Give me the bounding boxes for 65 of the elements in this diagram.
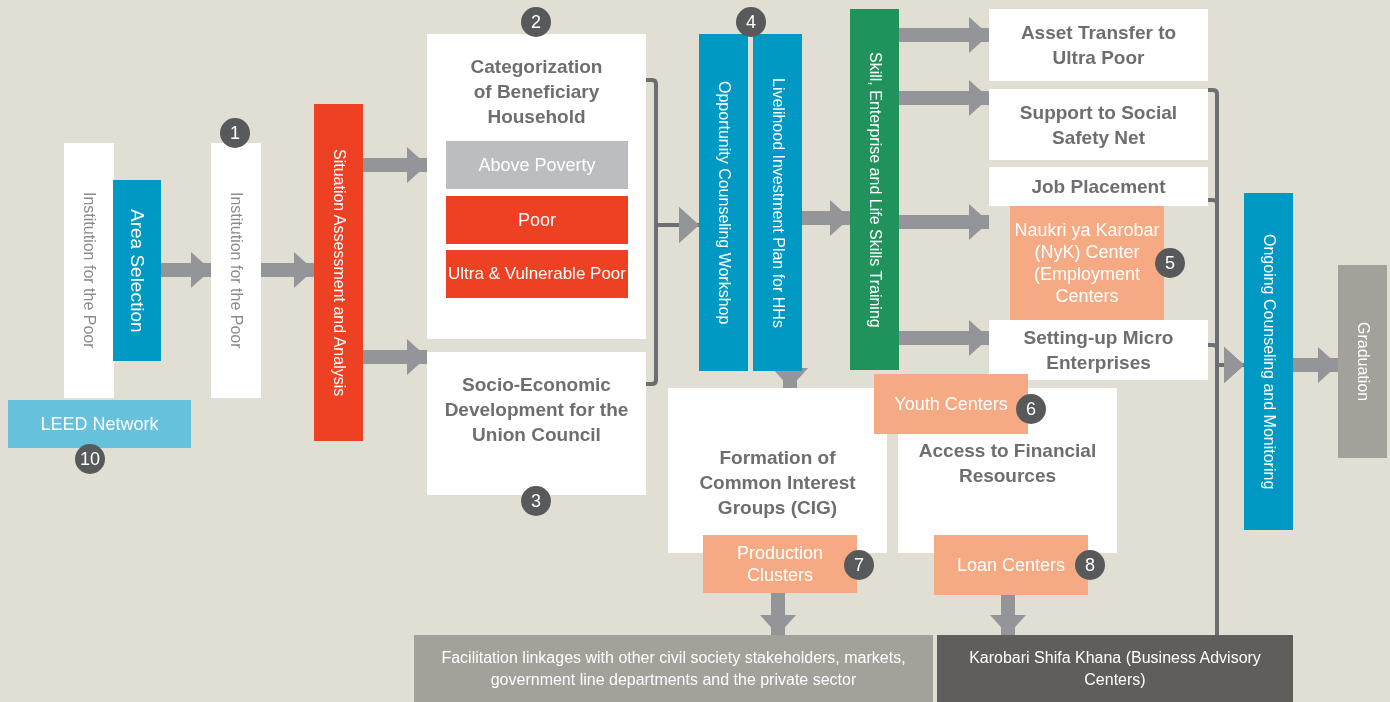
vertical-bar	[113, 180, 161, 361]
process-box	[989, 9, 1208, 81]
box-label: Setting-up Micro Enterprises	[1022, 326, 1175, 375]
box-label: Skill, Enterprise and Life Skills Training	[865, 51, 885, 328]
box-label: Karobari Shifa Khana (Business Advisory Centers)	[968, 647, 1262, 690]
box-label: Access to Financial Resources	[917, 438, 1098, 488]
box-label: Formation of Common Interest Groups (CIG)	[698, 446, 857, 520]
box-label: Facilitation linkages with other civil society stakeholders, markets, government line departments and the private sector	[440, 647, 907, 690]
box-label: Institution for the Poor	[227, 192, 246, 349]
category-bar	[446, 141, 628, 189]
block-arrow	[363, 147, 427, 183]
number-badge: 1	[220, 118, 250, 148]
box-label: Above Poverty	[478, 153, 596, 177]
block-arrow	[990, 595, 1026, 635]
number-badge: 10	[75, 444, 105, 474]
box-label: Situation Assessment and Analysis	[329, 148, 349, 397]
block-arrow	[899, 17, 989, 53]
block-arrow	[1293, 347, 1338, 383]
number-badge: 7	[844, 550, 874, 580]
process-box	[989, 320, 1208, 380]
box-label: Categorization of Beneficiary Household	[469, 55, 604, 129]
box-label: Job Placement	[1031, 175, 1166, 199]
box-label: Opportunity Counseling Workshop	[714, 80, 734, 325]
note-bar	[937, 635, 1293, 702]
number-badge: 8	[1075, 550, 1105, 580]
process-box	[989, 167, 1208, 206]
block-arrow	[802, 200, 850, 236]
block-arrow	[772, 368, 808, 388]
block-arrow	[899, 80, 989, 116]
block-arrow	[899, 320, 989, 356]
box-label: Livelihood Investment Plan for HHs	[768, 77, 788, 328]
box-label: Poor	[518, 208, 556, 232]
category-bar	[446, 250, 628, 298]
vertical-bar	[753, 34, 802, 371]
number-badge: 2	[521, 7, 551, 37]
box-label: Loan Centers	[956, 554, 1066, 576]
process-box	[989, 89, 1208, 160]
vertical-box	[64, 143, 114, 398]
box-label: Youth Centers	[894, 393, 1008, 415]
note-bar	[414, 635, 933, 702]
box-label: Support to Social Safety Net	[1018, 100, 1179, 150]
number-badge: 5	[1155, 248, 1185, 278]
vertical-bar	[1244, 193, 1293, 530]
box-label: Ongoing Counseling and Monitoring	[1259, 233, 1279, 490]
category-bar	[446, 196, 628, 244]
vertical-bar	[1338, 265, 1387, 458]
box-label: Ultra & Vulnerable Poor	[448, 264, 626, 284]
box-label: Area Selection	[126, 208, 150, 333]
number-badge: 3	[521, 486, 551, 516]
block-arrow	[760, 593, 796, 635]
block-arrow	[161, 252, 211, 288]
vertical-bar	[314, 104, 363, 441]
box-label: Graduation	[1353, 321, 1373, 402]
box-label: Production Clusters	[735, 542, 825, 586]
bracket-arrow	[646, 207, 699, 386]
vertical-bar	[850, 9, 899, 370]
block-arrow	[261, 252, 314, 288]
number-badge: 4	[736, 7, 766, 37]
block-arrow	[363, 339, 427, 375]
box-label: LEED Network	[40, 412, 159, 436]
box-label: Asset Transfer to Ultra Poor	[1019, 21, 1178, 70]
box-label: Institution for the Poor	[80, 192, 99, 349]
number-badge: 6	[1016, 394, 1046, 424]
box-label: Socio-Economic Development for the Union Council	[443, 373, 630, 447]
block-arrow	[899, 204, 989, 240]
